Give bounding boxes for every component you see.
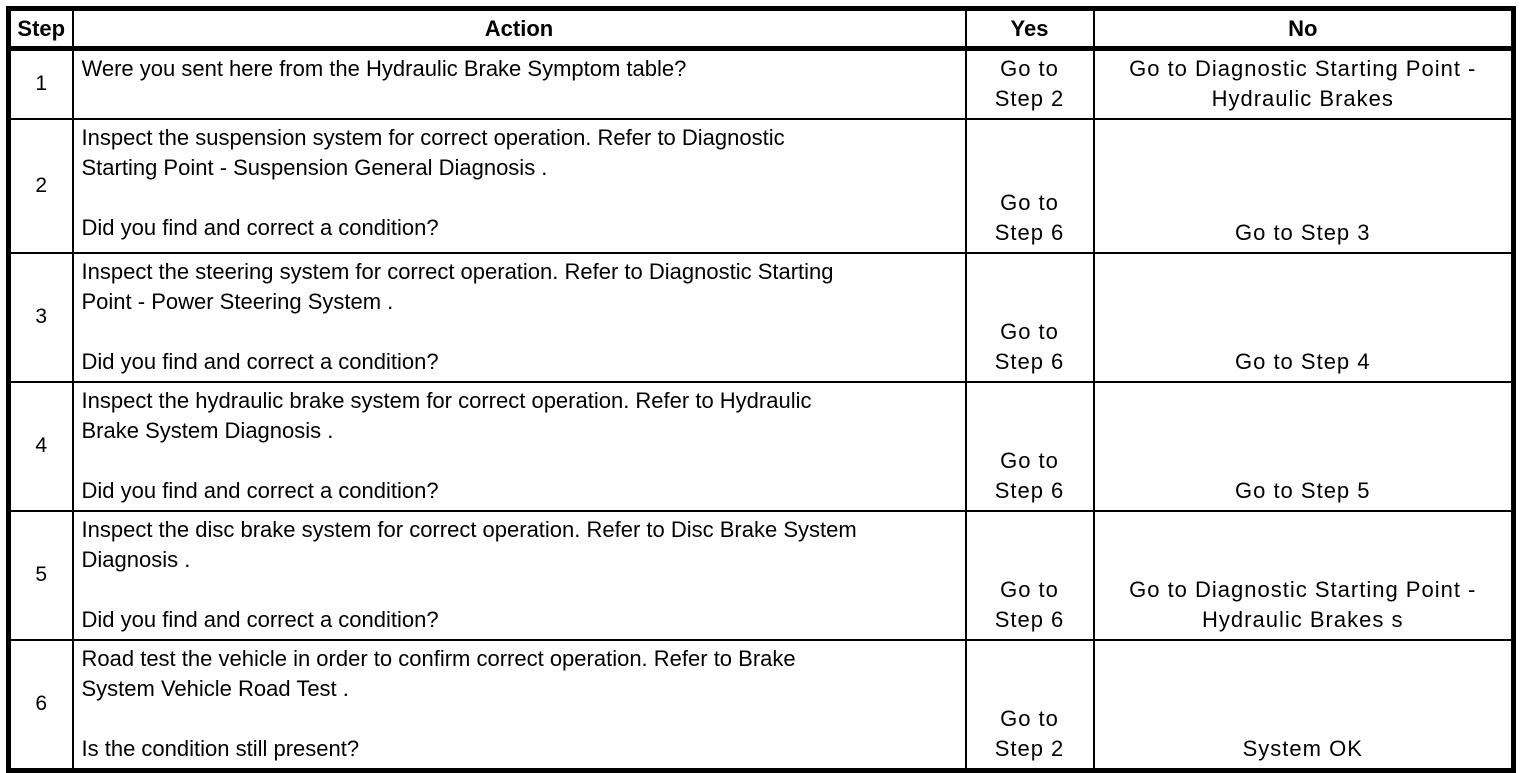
no-cell: Go to Step 3 [1092, 117, 1515, 254]
yes-cell: Go to Step 2 [964, 638, 1095, 771]
action-cell: Inspect the suspension system for correc… [71, 117, 967, 254]
step-number-cell: 4 [7, 380, 74, 512]
yes-cell: Go to Step 6 [964, 380, 1095, 512]
no-cell: Go to Diagnostic Starting Point - Hydrau… [1092, 47, 1515, 120]
column-header-no: No [1092, 7, 1515, 51]
diagnostic-steps-table: Step Action Yes No 1 Were you sent here … [6, 6, 1516, 773]
column-header-step: Step [7, 7, 74, 51]
no-cell: Go to Step 5 [1092, 380, 1515, 512]
yes-cell: Go to Step 2 [964, 47, 1095, 120]
no-cell: Go to Diagnostic Starting Point - Hydrau… [1092, 509, 1515, 641]
step-number-cell: 5 [7, 509, 74, 641]
yes-cell: Go to Step 6 [964, 509, 1095, 641]
yes-cell: Go to Step 6 [964, 117, 1095, 254]
action-cell: Road test the vehicle in order to confir… [71, 638, 967, 771]
action-cell: Inspect the hydraulic brake system for c… [71, 380, 967, 512]
table-row: 1 Were you sent here from the Hydraulic … [7, 47, 1515, 120]
table-row: 2 Inspect the suspension system for corr… [7, 117, 1515, 254]
step-number-cell: 3 [7, 251, 74, 383]
no-cell: Go to Step 4 [1092, 251, 1515, 383]
table-row: 4 Inspect the hydraulic brake system for… [7, 380, 1515, 512]
table-row: 3 Inspect the steering system for correc… [7, 251, 1515, 383]
action-cell: Inspect the steering system for correct … [71, 251, 967, 383]
step-number-cell: 6 [7, 638, 74, 771]
table-row: 5 Inspect the disc brake system for corr… [7, 509, 1515, 641]
column-header-yes: Yes [964, 7, 1095, 51]
no-cell: System OK [1092, 638, 1515, 771]
action-cell: Were you sent here from the Hydraulic Br… [71, 47, 967, 120]
header-row: Step Action Yes No [7, 7, 1515, 51]
step-number-cell: 1 [7, 47, 74, 120]
yes-cell: Go to Step 6 [964, 251, 1095, 383]
table-row: 6 Road test the vehicle in order to conf… [7, 638, 1515, 771]
step-number-cell: 2 [7, 117, 74, 254]
action-cell: Inspect the disc brake system for correc… [71, 509, 967, 641]
column-header-action: Action [71, 7, 967, 51]
